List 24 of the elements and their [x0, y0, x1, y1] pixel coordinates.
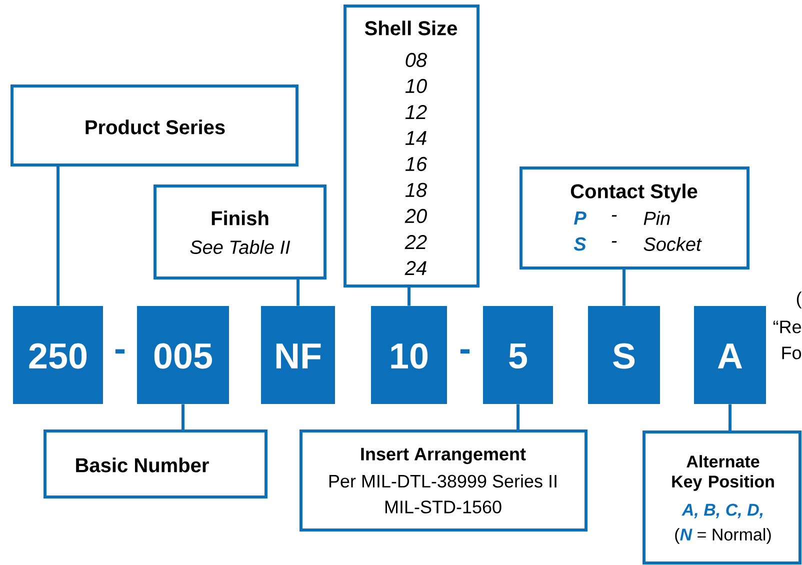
- connector-line: [296, 280, 300, 306]
- separator-dash: -: [460, 349, 470, 354]
- label-box: Alternate Key Position A, B, C, D, (N = Normal): [642, 430, 802, 564]
- code-box: S: [588, 306, 660, 404]
- label-box: Insert Arrangement Per MIL-DTL-38999 Series II MIL-STD-1560: [300, 430, 588, 532]
- code-box: NF: [261, 306, 335, 404]
- connector-line: [408, 288, 410, 306]
- label-box: Finish See Table II: [154, 184, 326, 280]
- label-box: Basic Number: [44, 430, 268, 498]
- label-box: Contact Style P - Pin S - Socket: [520, 166, 750, 270]
- connector-line: [728, 404, 732, 430]
- code-box: 10: [371, 306, 447, 404]
- label-box: Product Series: [10, 84, 298, 166]
- connector-line: [56, 166, 60, 306]
- connector-line: [622, 270, 626, 306]
- connector-line: [516, 404, 520, 430]
- code-box: 250: [13, 306, 103, 404]
- code-box: A: [694, 306, 766, 404]
- connector-line: [182, 404, 184, 430]
- code-box: 005: [137, 306, 229, 404]
- separator-dash: -: [115, 349, 125, 354]
- note-text: (: [796, 292, 802, 308]
- label-box: Shell Size 08 10 12 14 16 18 20 22 24: [344, 4, 480, 288]
- code-box: 5: [483, 306, 553, 404]
